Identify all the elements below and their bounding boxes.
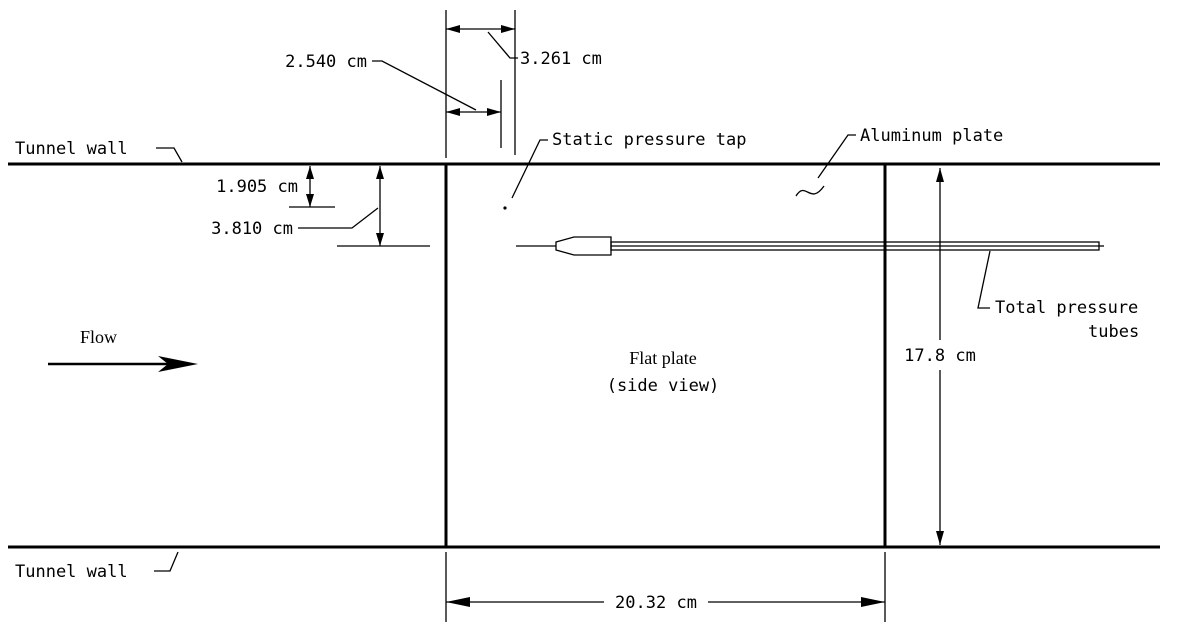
dim-2032-label-bg [604,590,708,614]
dim-2540-label: 2.540 cm [285,52,367,72]
tunnel-wall-top-leader [156,147,183,163]
dim-3261-label: 3.261 cm [520,49,602,69]
dim-178-label: 17.8 cm [904,346,976,366]
tunnel-wall-top-label: Tunnel wall [15,139,128,159]
static-pressure-tap-leader [511,139,548,199]
flow-label: Flow [80,327,117,347]
total-pressure-leader [977,250,991,309]
total-pressure-label-line2: tubes [1088,322,1139,342]
total-pressure-label-line1: Total pressure [995,298,1138,318]
aluminum-plate-material-mark [795,185,825,197]
dim-1905-label: 1.905 cm [216,177,298,197]
dim-3261-arrow [446,25,518,59]
dim-3810-label: 3.810 cm [211,219,293,239]
flat-plate-label-line2: (side view) [607,376,720,396]
dim-178-label-bg [888,340,992,370]
dim-3810-arrow [298,166,430,247]
flow-arrow [48,356,198,372]
total-pressure-probe [516,236,1104,256]
static-pressure-tap-label: Static pressure tap [552,130,746,150]
dim-1905-arrow [289,166,335,208]
aluminum-plate-label: Aluminum plate [860,126,1003,146]
dim-2032-label: 20.32 cm [615,593,697,613]
aluminum-plate-leader [817,134,856,179]
tunnel-wall-bottom-leader [154,551,179,572]
dim-2540-arrow [372,60,501,116]
static-pressure-tap-dot [503,206,507,210]
flat-plate-label-line1: Flat plate [629,348,696,368]
tunnel-wall-bottom-label: Tunnel wall [15,562,128,582]
